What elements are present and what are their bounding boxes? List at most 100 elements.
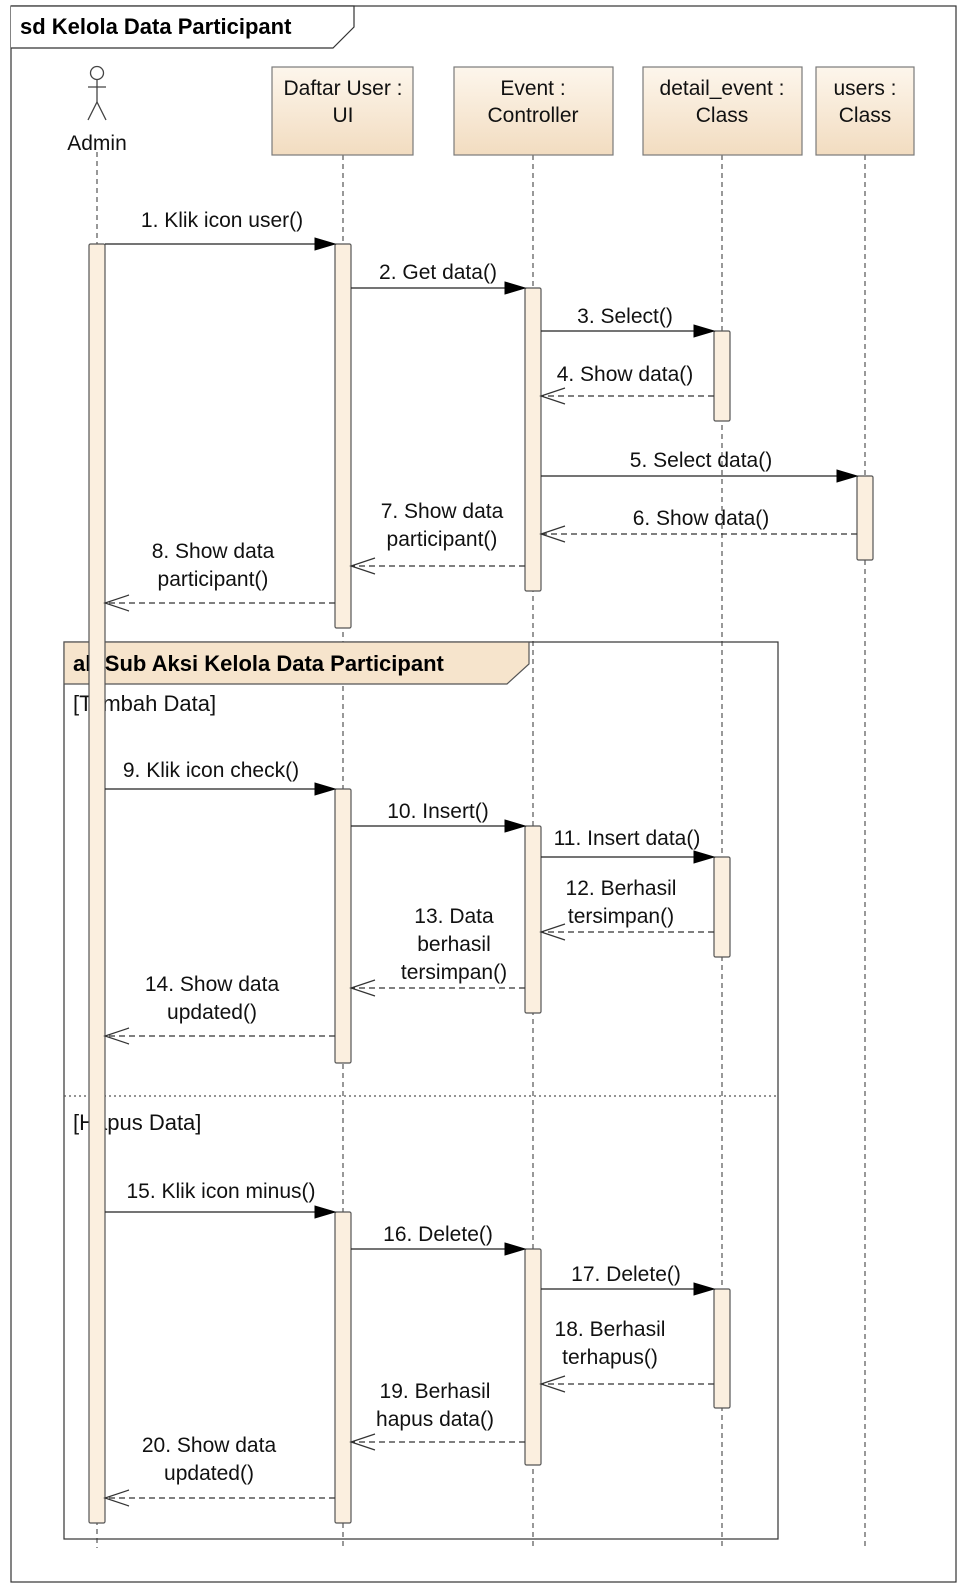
message-4: 4. Show data() — [539, 363, 714, 405]
frame-title: sd Kelola Data Participant — [20, 14, 292, 39]
head-ui-line-2: UI — [333, 104, 354, 127]
message-label: 18. Berhasil — [555, 1318, 666, 1341]
activation-detail-event — [713, 856, 731, 958]
activation-controller — [524, 287, 542, 592]
activation-users — [856, 475, 874, 561]
message-label: hapus data() — [376, 1408, 494, 1431]
head-controller-line-2: Controller — [487, 104, 578, 127]
message-label: 1. Klik icon user() — [141, 209, 303, 232]
actor-admin: Admin — [67, 65, 127, 155]
head-users-line-2: Class — [839, 104, 892, 127]
arrow-head — [539, 923, 566, 941]
message-6: 6. Show data() — [539, 507, 857, 543]
arrow-head — [539, 1375, 566, 1393]
activation-controller — [524, 825, 542, 1014]
message-label: 6. Show data() — [633, 507, 770, 530]
message-label: berhasil — [417, 933, 491, 956]
message-label: 2. Get data() — [379, 261, 497, 284]
stick-figure-icon — [87, 65, 107, 121]
message-label: 13. Data — [414, 905, 494, 928]
arrow-head — [504, 1242, 527, 1256]
alt-title: alt Sub Aksi Kelola Data Participant — [73, 651, 445, 676]
head-ui-line-1: Daftar User : — [283, 77, 402, 100]
message-label: 8. Show data — [152, 540, 275, 563]
activation-ui — [334, 788, 352, 1064]
message-20: 20. Show data updated() — [103, 1434, 335, 1507]
message-label: participant() — [158, 568, 269, 591]
message-label: 17. Delete() — [571, 1263, 681, 1286]
message-label: 20. Show data — [142, 1434, 277, 1457]
arrow-head — [103, 594, 130, 612]
arrow-head — [693, 1282, 716, 1296]
message-label: tersimpan() — [568, 905, 674, 928]
head-users-line-1: users : — [833, 77, 896, 100]
message-label: terhapus() — [562, 1346, 658, 1369]
arrow-head — [349, 557, 376, 575]
arrow-head — [349, 979, 376, 997]
message-label: 11. Insert data() — [554, 827, 701, 850]
message-label: 16. Delete() — [383, 1223, 493, 1246]
message-18: 18. Berhasil terhapus() — [539, 1318, 714, 1393]
lifeline-head-users: users : Class — [815, 66, 915, 156]
actor-name: Admin — [67, 132, 127, 155]
message-label: 5. Select data() — [630, 449, 772, 472]
activation-ui — [334, 243, 352, 629]
message-label: 4. Show data() — [557, 363, 694, 386]
message-1: 1. Klik icon user() — [105, 209, 337, 251]
message-label: updated() — [164, 1462, 254, 1485]
head-controller-line-1: Event : — [500, 77, 565, 100]
activation-controller — [524, 1248, 542, 1466]
activations — [88, 243, 874, 1524]
message-16: 16. Delete() — [351, 1223, 527, 1256]
message-label: 9. Klik icon check() — [123, 759, 299, 782]
arrow-head — [314, 1205, 337, 1219]
message-19: 19. Berhasil hapus data() — [349, 1380, 525, 1451]
message-2: 2. Get data() — [351, 261, 527, 295]
arrow-head — [349, 1433, 376, 1451]
message-label: 12. Berhasil — [566, 877, 677, 900]
message-5: 5. Select data() — [541, 449, 859, 483]
lifeline-head-ui: Daftar User : UI — [271, 66, 414, 156]
arrow-head — [539, 387, 566, 405]
arrow-head — [103, 1489, 130, 1507]
message-label: participant() — [387, 528, 498, 551]
arrow-head — [693, 324, 716, 338]
arrow-head — [103, 1027, 130, 1045]
head-detail-event-line-2: Class — [696, 104, 749, 127]
arrow-head — [693, 850, 716, 864]
message-label: tersimpan() — [401, 961, 507, 984]
lifeline-head-detail-event: detail_event : Class — [642, 66, 803, 156]
message-14: 14. Show data updated() — [103, 973, 335, 1045]
arrow-head — [539, 525, 566, 543]
arrow-head — [314, 782, 337, 796]
message-11: 11. Insert data() — [541, 827, 716, 864]
message-8: 8. Show data participant() — [103, 540, 335, 612]
message-label: 15. Klik icon minus() — [126, 1180, 315, 1203]
frame: sd Kelola Data Participant — [10, 5, 957, 1583]
activation-admin — [88, 243, 106, 1524]
arrow-head — [314, 237, 337, 251]
message-label: updated() — [167, 1001, 257, 1024]
message-3: 3. Select() — [541, 305, 716, 338]
message-13: 13. Data berhasil tersimpan() — [349, 905, 525, 997]
message-label: 14. Show data — [145, 973, 280, 996]
message-15: 15. Klik icon minus() — [105, 1180, 337, 1219]
arrow-head — [504, 819, 527, 833]
message-12: 12. Berhasil tersimpan() — [539, 877, 714, 941]
activation-detail-event — [713, 1288, 731, 1409]
activation-detail-event — [713, 330, 731, 422]
message-7: 7. Show data participant() — [349, 500, 525, 575]
message-label: 19. Berhasil — [380, 1380, 491, 1403]
message-9: 9. Klik icon check() — [105, 759, 337, 796]
message-label: 7. Show data — [381, 500, 504, 523]
message-17: 17. Delete() — [541, 1263, 716, 1296]
arrow-head — [836, 469, 859, 483]
lifeline-head-controller: Event : Controller — [453, 66, 614, 156]
arrow-head — [504, 281, 527, 295]
activation-ui — [334, 1211, 352, 1524]
message-label: 3. Select() — [577, 305, 673, 328]
head-detail-event-line-1: detail_event : — [660, 77, 785, 100]
message-10: 10. Insert() — [351, 800, 527, 833]
message-label: 10. Insert() — [387, 800, 489, 823]
